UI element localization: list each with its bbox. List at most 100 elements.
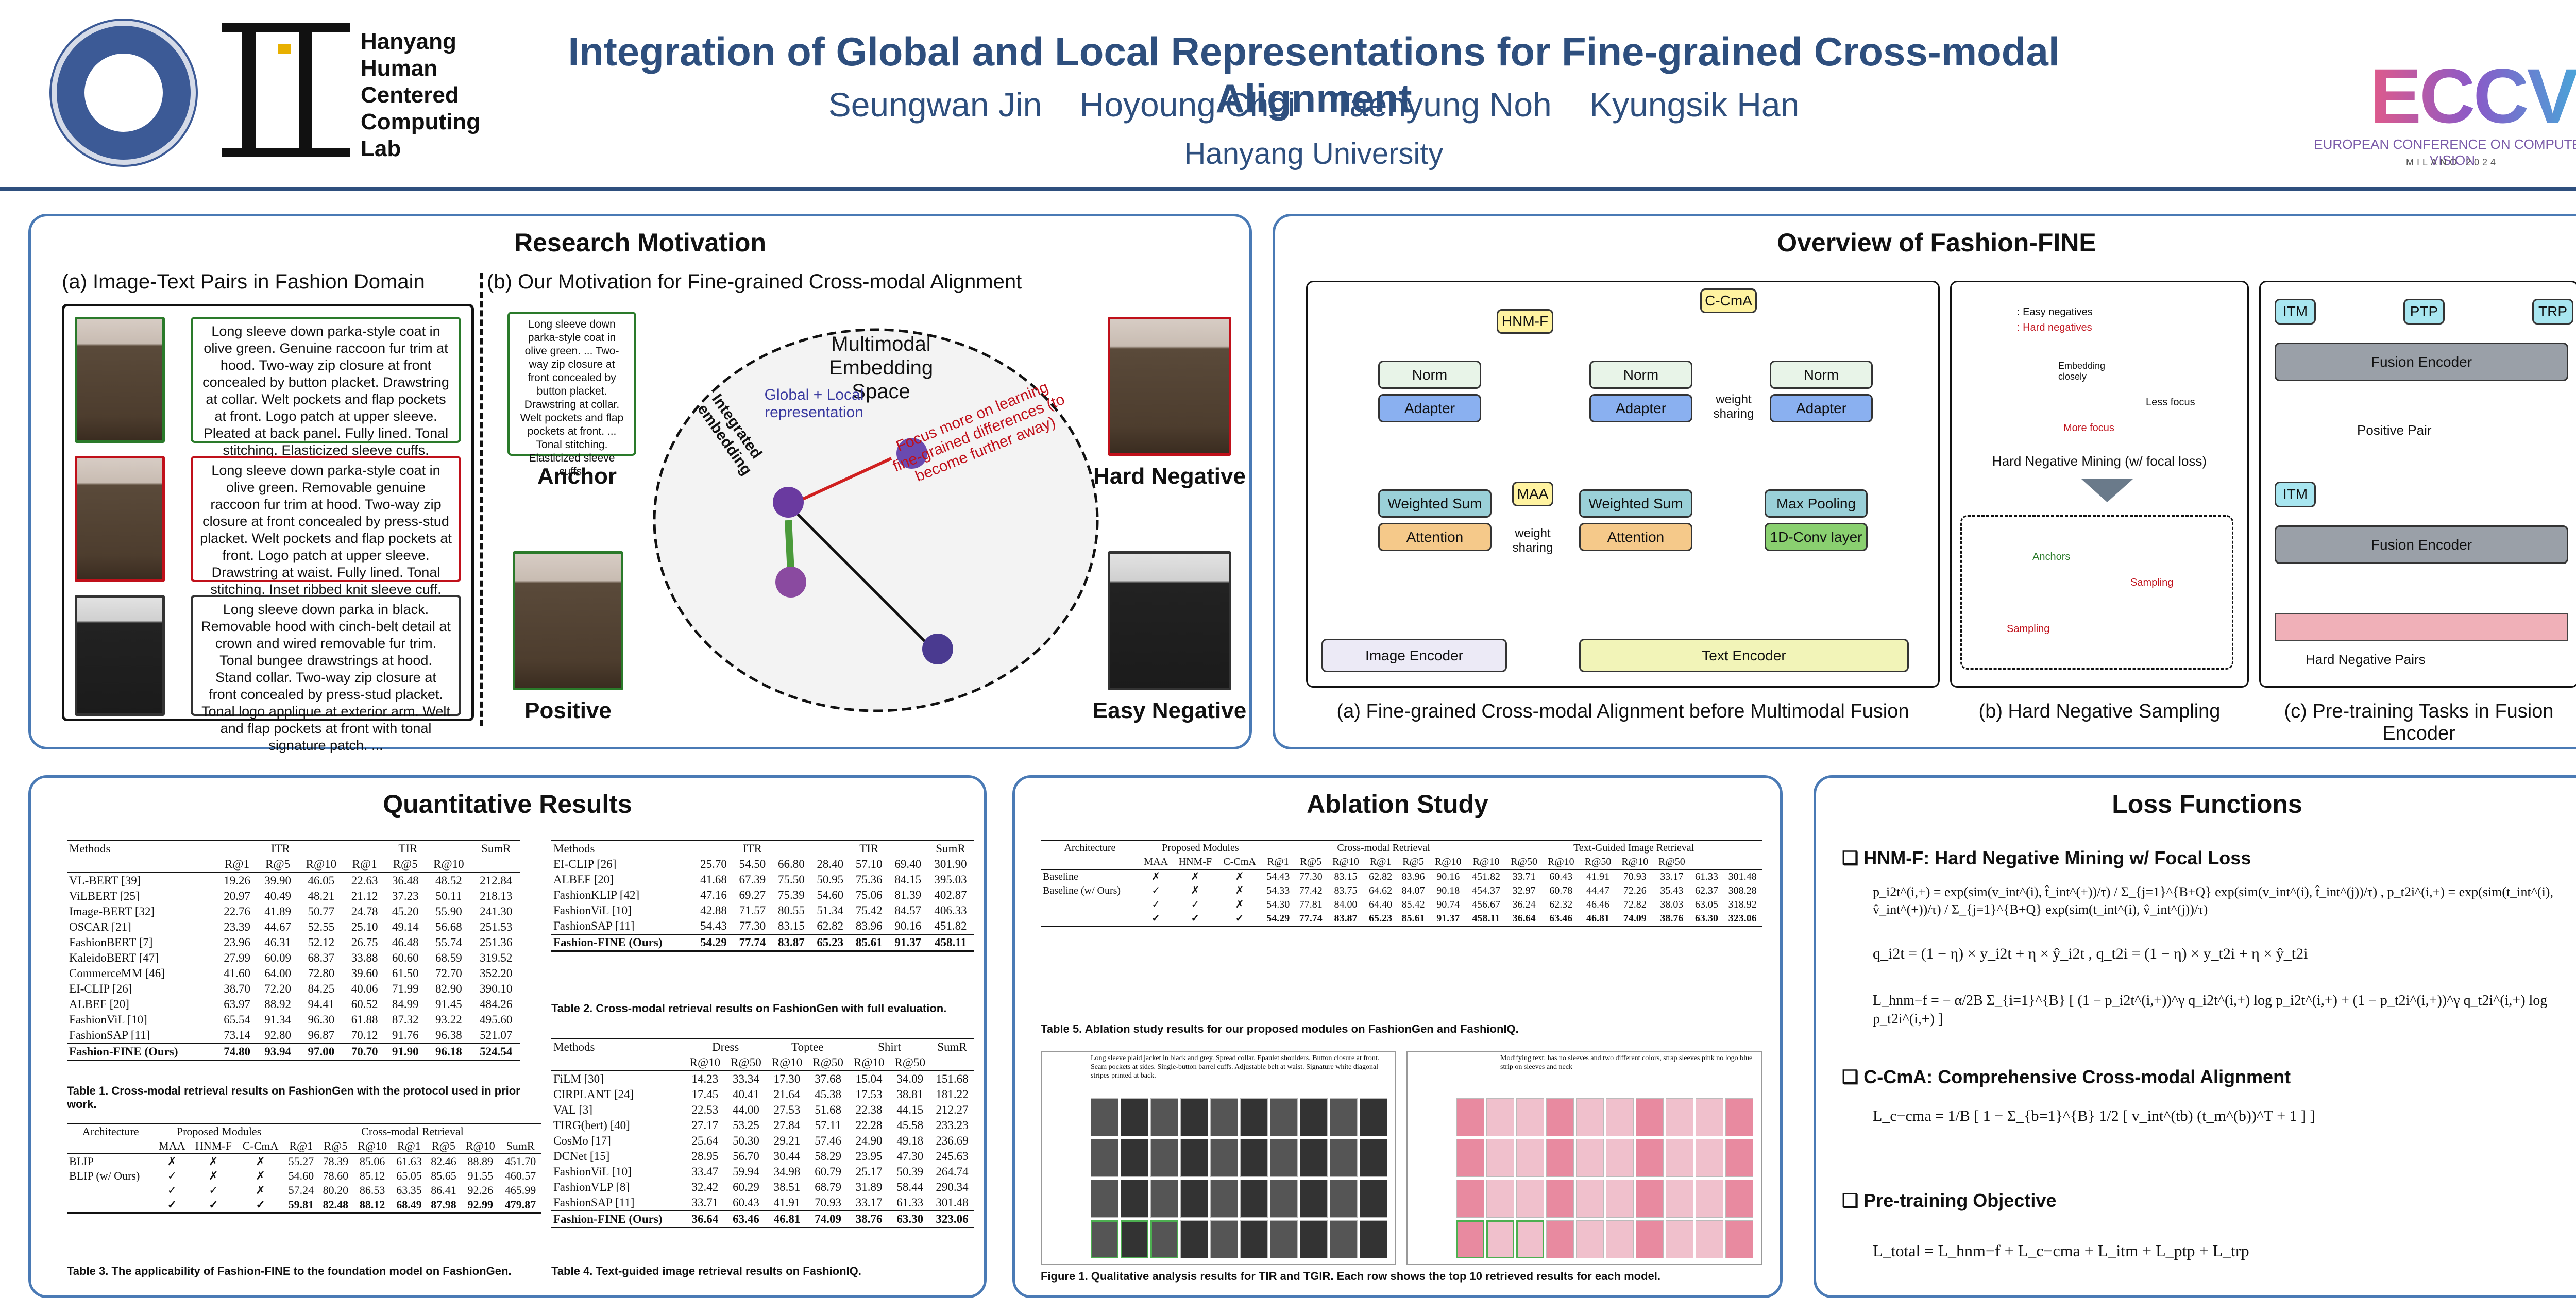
table-3-caption: Table 3. The applicability of Fashion-FI…: [67, 1265, 512, 1277]
retrieved-image: [1180, 1180, 1208, 1218]
table-cell: 29.21: [773, 1134, 801, 1147]
table-cell: 60.78: [1549, 885, 1573, 896]
product-image: [75, 456, 165, 582]
retrieved-image: [1576, 1180, 1604, 1218]
table-cell: 19.26: [224, 874, 250, 887]
retrieved-image: [1636, 1139, 1664, 1177]
table-cell: DCNet [15]: [553, 1150, 610, 1163]
table-cell: FashionViL [10]: [553, 904, 632, 917]
retrieved-image: [1300, 1180, 1328, 1218]
table-cell: 70.93: [815, 1196, 841, 1209]
table-cell: 88.89: [467, 1155, 494, 1168]
retrieved-image: [1091, 1139, 1118, 1177]
norm-block: Norm: [1770, 361, 1873, 389]
table-cell: 71.57: [739, 904, 766, 917]
table-cell: 97.00: [298, 1043, 345, 1061]
sampling-box: [1960, 515, 2233, 670]
table-cell: 85.61: [850, 934, 889, 952]
retrieved-image: [1360, 1220, 1387, 1258]
table-cell: 62.82: [817, 919, 844, 932]
table-cell: 28.40: [817, 858, 844, 871]
table-cell: 85.65: [431, 1169, 456, 1182]
col-header: Proposed Modules: [154, 1123, 284, 1139]
down-arrow: [2081, 479, 2133, 502]
table-cell: 451.82: [1471, 871, 1500, 882]
table-cell: 90.16: [1436, 871, 1460, 882]
lab-name-line: Computing: [361, 109, 481, 134]
col-header: R@5: [265, 858, 291, 871]
table-cell: 395.03: [934, 873, 967, 886]
table-cell: FashionViL [10]: [553, 1165, 632, 1178]
table-cell: 62.37: [1695, 885, 1719, 896]
retrieved-image: [1121, 1220, 1148, 1258]
table-cell: 38.76: [848, 1210, 890, 1228]
col-header: R@5: [431, 1139, 455, 1152]
table-cell: 23.95: [855, 1150, 883, 1163]
itm-block: ITM: [2275, 299, 2316, 325]
table-cell: 33.47: [691, 1165, 719, 1178]
table-cell: 45.58: [896, 1119, 924, 1132]
research-motivation-panel: Research Motivation (a) Image-Text Pairs…: [28, 214, 1252, 753]
lab-name-line: Human: [361, 56, 438, 81]
table-cell: 48.52: [435, 874, 462, 887]
table-cell: 27.84: [773, 1119, 801, 1132]
hard-negatives-legend: : Hard negatives: [2017, 322, 2092, 333]
table-cell: ✓: [1191, 899, 1200, 910]
table-cell: 87.32: [392, 1013, 419, 1026]
table-cell: VAL [3]: [553, 1103, 593, 1116]
table-cell: ✓: [154, 1198, 190, 1214]
equation-soft-label: q_i2t = (1 − η) × y_i2t + η × ŷ_i2t , q_…: [1873, 945, 2308, 962]
retrieved-image: [1091, 1220, 1118, 1258]
table-cell: 85.06: [359, 1155, 385, 1168]
table-cell: [67, 1183, 154, 1198]
table-cell: 77.30: [1299, 871, 1323, 882]
table-cell: 212.27: [936, 1103, 969, 1116]
table-cell: 352.20: [480, 967, 513, 980]
table-cell: ✗: [1235, 899, 1244, 910]
col-header: Text-Guided Image Retrieval: [1505, 840, 1762, 855]
table-cell: 75.50: [777, 873, 805, 886]
retrieved-image: [1666, 1098, 1693, 1136]
divider: [480, 273, 483, 726]
eccv-conference-name: EUROPEAN CONFERENCE ON COMPUTER VISION: [2314, 136, 2576, 168]
table-cell: 94.41: [308, 998, 335, 1011]
table-cell: 77.30: [739, 919, 766, 932]
col-group: ITR: [694, 840, 811, 857]
retrieved-image: [1360, 1180, 1387, 1218]
sampling-label: Sampling: [2007, 623, 2050, 635]
table-cell: 82.46: [431, 1155, 456, 1168]
itm-block: ITM: [2275, 482, 2316, 507]
table-cell: 390.10: [480, 982, 513, 995]
retrieved-image: [1180, 1139, 1208, 1177]
more-focus-label: More focus: [2063, 422, 2114, 434]
retrieved-image: [1270, 1220, 1298, 1258]
fusion-encoder-block: Fusion Encoder: [2275, 343, 2568, 381]
table-cell: 82.90: [435, 982, 462, 995]
table-cell: 54.29: [1261, 912, 1295, 927]
col-header: C-CmA: [1223, 856, 1256, 867]
table-cell: 72.26: [1623, 885, 1647, 896]
table-cell: BLIP (w/ Ours): [69, 1169, 140, 1182]
table-cell: 74.09: [1616, 912, 1654, 927]
col-header: R@10: [433, 858, 464, 871]
table-cell: 46.81: [766, 1210, 808, 1228]
table-cell: Fashion-FINE (Ours): [551, 1210, 685, 1228]
table-cell: ✗: [209, 1169, 218, 1182]
table-cell: 46.46: [1586, 899, 1609, 910]
table-cell: 69.27: [739, 889, 766, 901]
retrieved-image: [1456, 1098, 1484, 1136]
table-cell: 59.94: [733, 1165, 759, 1178]
retrieved-image: [1456, 1220, 1484, 1258]
col-header: R@10: [853, 1056, 885, 1069]
table-cell: ✗: [1235, 871, 1244, 882]
col-group: TIR: [344, 840, 472, 857]
qualitative-figure-tgir: Modifying text: has no sleeves and two d…: [1406, 1051, 1762, 1265]
retrieved-image: [1516, 1220, 1544, 1258]
easy-negative-label: Easy Negative: [1092, 698, 1247, 723]
weighted-sum-block: Weighted Sum: [1378, 489, 1492, 518]
table-cell: ✗: [1191, 885, 1200, 896]
table-cell: 22.63: [351, 874, 378, 887]
col-header: R@10: [1332, 856, 1359, 867]
